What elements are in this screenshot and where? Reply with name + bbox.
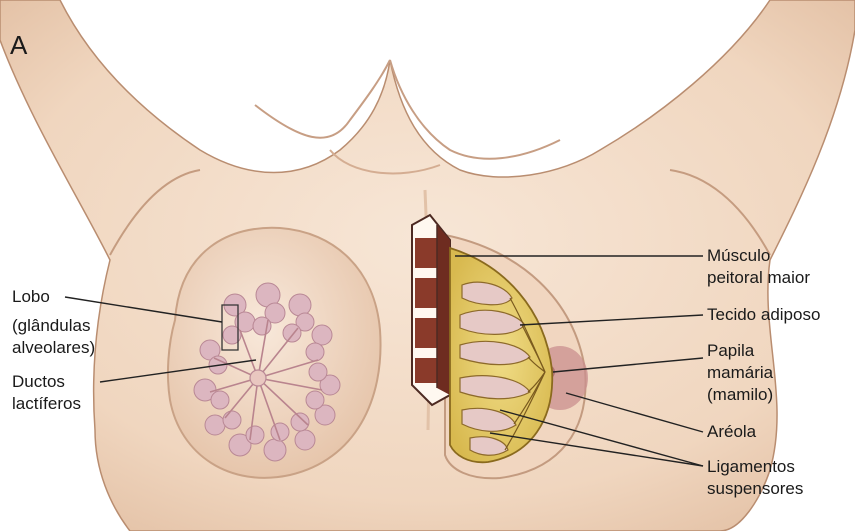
label-glandulas-line1: (glândulas	[12, 316, 90, 336]
label-areola: Aréola	[707, 422, 756, 442]
label-papila-line2: mamária	[707, 363, 773, 383]
label-musculo-line1: Músculo	[707, 246, 770, 266]
panel-letter: A	[10, 30, 27, 61]
label-ligamentos-line2: suspensores	[707, 479, 803, 499]
label-glandulas-line2: alveolares)	[12, 338, 95, 358]
label-ligamentos-line1: Ligamentos	[707, 457, 795, 477]
label-papila-line3: (mamilo)	[707, 385, 773, 405]
left-breast	[168, 228, 381, 478]
label-tecido: Tecido adiposo	[707, 305, 820, 325]
label-ductos-line2: lactíferos	[12, 394, 81, 414]
label-papila-line1: Papila	[707, 341, 754, 361]
label-musculo-line2: peitoral maior	[707, 268, 810, 288]
label-ductos-line1: Ductos	[12, 372, 65, 392]
label-lobo: Lobo	[12, 287, 50, 307]
left-nipple	[250, 370, 266, 386]
pectoral-muscle-slab	[412, 215, 450, 405]
